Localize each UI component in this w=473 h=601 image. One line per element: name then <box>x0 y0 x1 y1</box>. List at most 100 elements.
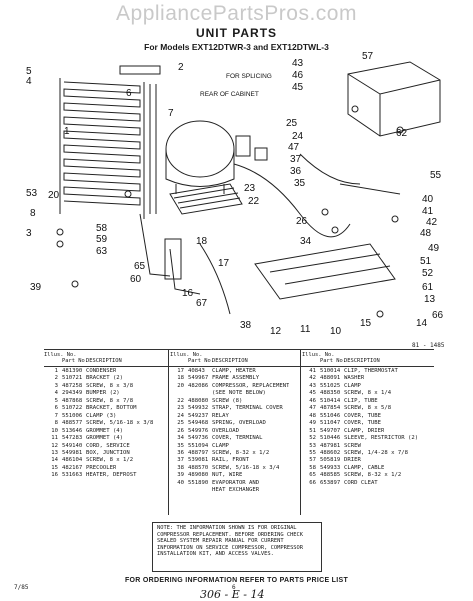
callout-3: 3 <box>26 228 32 239</box>
part-number: 510722 <box>62 405 83 412</box>
callout-66: 66 <box>432 310 444 321</box>
item-number: 23 <box>177 405 184 412</box>
part-number: 488577 <box>62 420 83 427</box>
header-part-no: Part No. <box>62 358 88 365</box>
condenser-coil <box>59 78 145 219</box>
item-number: 58 <box>309 464 316 471</box>
item-number: 57 <box>309 457 316 464</box>
item-number: 42 <box>309 375 316 382</box>
item-number: 48 <box>309 412 316 419</box>
header-ills-no: Illus. No. <box>44 352 77 358</box>
table-row: (SEE NOTE BELOW) <box>170 390 300 397</box>
part-number: 549976 <box>188 427 209 434</box>
callout-35: 35 <box>294 178 306 189</box>
part-description: BRACKET, BOTTOM <box>86 405 137 412</box>
item-number: 39 <box>177 472 184 479</box>
callout-23: 23 <box>244 183 256 194</box>
part-number: 488570 <box>188 464 209 471</box>
callout-1: 1 <box>64 126 70 137</box>
callout-10: 10 <box>330 326 342 337</box>
item-number <box>170 487 188 494</box>
item-number: 35 <box>177 442 184 449</box>
part-number: 549933 <box>320 464 341 471</box>
table-divider <box>300 349 301 515</box>
table-divider <box>168 349 169 515</box>
part-description: SCREW, 8 x 7/8 <box>86 397 134 404</box>
part-number: 549707 <box>320 427 341 434</box>
part-number: 549237 <box>188 412 209 419</box>
part-number: 510414 <box>320 397 341 404</box>
frame-assembly <box>254 243 396 300</box>
callout-45: 45 <box>292 82 304 93</box>
part-number: 549981 <box>62 449 83 456</box>
part-description: STRAP, TERMINAL COVER <box>212 405 283 412</box>
part-description: EVAPORATOR AND <box>212 479 260 486</box>
item-number: 3 <box>54 382 58 389</box>
item-number: 18 <box>177 375 184 382</box>
callout-67: 67 <box>196 298 208 309</box>
item-number: 1 <box>54 368 58 374</box>
callout-12: 12 <box>270 326 282 337</box>
item-number: 46 <box>309 397 316 404</box>
part-number: 40843 <box>188 368 205 374</box>
header-description: DESCRIPTION <box>344 358 380 365</box>
part-description: COMPRESSOR, REPLACEMENT <box>212 382 290 389</box>
callout-57: 57 <box>362 51 374 62</box>
part-description: BUMPER (2) <box>86 390 120 397</box>
part-number: 486104 <box>62 457 83 464</box>
item-number: 47 <box>309 405 316 412</box>
item-number: 26 <box>177 427 184 434</box>
callout-4: 4 <box>26 76 32 87</box>
item-number: 15 <box>51 464 58 471</box>
callout-42: 42 <box>426 217 438 228</box>
part-number: 549140 <box>62 442 83 449</box>
item-number: 51 <box>309 427 316 434</box>
part-number: 551006 <box>62 412 83 419</box>
part-number: 488091 <box>320 375 341 382</box>
coil-tubing <box>63 81 141 206</box>
part-number: 294349 <box>62 390 83 397</box>
page-number: 6 <box>232 584 236 591</box>
item-number: 22 <box>177 397 184 404</box>
compressor <box>165 120 235 178</box>
part-number: 531663 <box>62 472 83 479</box>
handwritten-note: 306 - E - 14 <box>200 588 265 601</box>
callout-60: 60 <box>130 274 142 285</box>
callout-5: 5 <box>26 66 32 77</box>
part-number: 487981 <box>320 442 341 449</box>
callout-20: 20 <box>48 190 60 201</box>
callout-47: 47 <box>288 142 300 153</box>
part-description: PRECOOLER <box>86 464 117 471</box>
callout-55: 55 <box>430 170 442 181</box>
part-description: OVERLOAD <box>212 427 239 434</box>
part-description: CLAMP, HEATER <box>212 368 256 374</box>
part-number: 489080 <box>188 472 209 479</box>
header-ills-no: Illus. No. <box>302 352 335 358</box>
part-number <box>188 487 212 494</box>
part-description: CLAMP, DRIER <box>344 427 385 434</box>
part-description: SPRING, OVERLOAD <box>212 420 266 427</box>
item-number: 40 <box>177 479 184 486</box>
item-number: 16 <box>51 472 58 479</box>
item-number: 6 <box>54 405 58 412</box>
part-description: COVER, TERMINAL <box>212 435 263 442</box>
part-description: SCREW, 8-32 x 1/2 <box>212 449 270 456</box>
callout-8: 8 <box>30 208 36 219</box>
callout-17: 17 <box>218 258 230 269</box>
part-description: COVER, TUBE <box>344 420 382 427</box>
